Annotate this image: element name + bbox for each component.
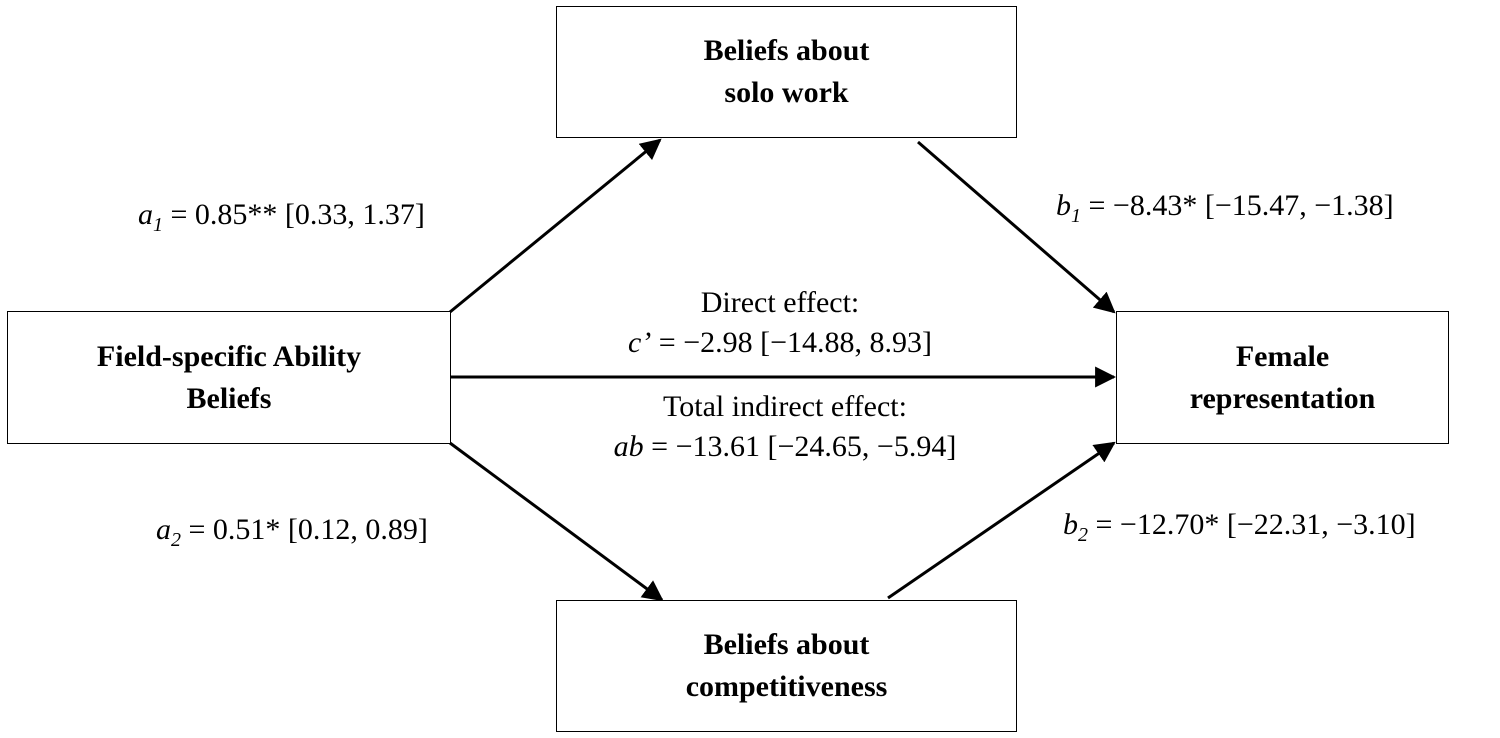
node-predictor-line1: Field-specific Ability xyxy=(96,339,362,373)
arrow-b2 xyxy=(887,441,1116,600)
label-a1-sub: 1 xyxy=(153,214,163,236)
label-b2-text: = −12.70* [−22.31, −3.10] xyxy=(1088,508,1416,541)
label-b1-text: = −8.43* [−15.47, −1.38] xyxy=(1081,189,1394,222)
label-b2: b2 = −12.70* [−22.31, −3.10] xyxy=(1063,505,1416,555)
label-b2-sub: 2 xyxy=(1078,524,1088,546)
label-direct-symbol: c’ xyxy=(627,326,652,359)
label-indirect-heading: Total indirect effect: xyxy=(663,390,907,423)
node-mediator-comp: Beliefs about competitiveness xyxy=(556,600,1017,732)
arrow-b1 xyxy=(917,140,1116,314)
label-b1-symbol: b xyxy=(1056,189,1071,222)
label-b1-sub: 1 xyxy=(1071,205,1081,227)
label-a1: a1 = 0.85** [0.33, 1.37] xyxy=(138,195,425,245)
node-outcome: Female representation xyxy=(1116,311,1449,444)
node-mediator-comp-line2: competitiveness xyxy=(685,670,888,703)
node-outcome-line2: representation xyxy=(1189,381,1376,415)
label-a1-text: = 0.85** [0.33, 1.37] xyxy=(163,198,425,231)
node-mediator-solo-line2: solo work xyxy=(724,76,849,109)
label-a2-text: = 0.51* [0.12, 0.89] xyxy=(181,513,428,546)
node-outcome-line1: Female xyxy=(1235,339,1330,373)
label-direct-heading: Direct effect: xyxy=(700,286,860,319)
label-a2-symbol: a xyxy=(156,513,171,546)
label-a2-sub: 2 xyxy=(171,529,181,551)
label-b2-symbol: b xyxy=(1063,508,1078,541)
arrow-a1 xyxy=(449,138,662,314)
label-indirect-symbol: ab xyxy=(613,430,644,463)
node-predictor: Field-specific Ability Beliefs xyxy=(7,311,451,444)
label-direct: Direct effect: c’ = −2.98 [−14.88, 8.93] xyxy=(520,283,1040,363)
node-mediator-solo: Beliefs about solo work xyxy=(556,6,1017,138)
label-a1-symbol: a xyxy=(138,198,153,231)
node-mediator-comp-line1: Beliefs about xyxy=(703,628,870,661)
label-a2: a2 = 0.51* [0.12, 0.89] xyxy=(156,510,428,560)
node-predictor-line2: Beliefs xyxy=(186,381,272,415)
arrow-a2 xyxy=(449,441,664,602)
label-indirect: Total indirect effect: ab = −13.61 [−24.… xyxy=(520,387,1050,467)
label-b1: b1 = −8.43* [−15.47, −1.38] xyxy=(1056,186,1394,236)
label-direct-text: = −2.98 [−14.88, 8.93] xyxy=(651,326,933,359)
node-mediator-solo-line1: Beliefs about xyxy=(703,34,870,67)
label-indirect-text: = −13.61 [−24.65, −5.94] xyxy=(643,430,957,463)
